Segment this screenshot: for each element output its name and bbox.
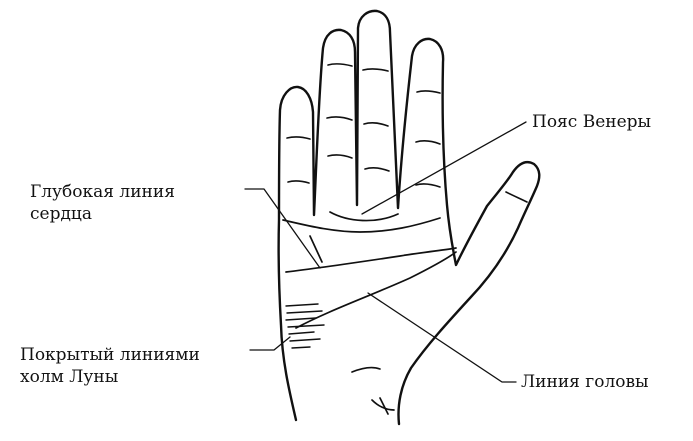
life-line [296, 252, 456, 328]
mount-of-moon-label-line-2: холм Луны [20, 366, 200, 388]
heart-line-label: Глубокая линия сердца [30, 181, 175, 225]
head-line [286, 248, 456, 272]
heart-line-label-line-2: сердца [30, 203, 175, 225]
finger-creases [287, 64, 527, 202]
mount-of-moon-hatching [286, 304, 324, 348]
head-line-label: Линия головы [521, 371, 649, 393]
hand-outline [279, 11, 540, 424]
leader-lines [245, 122, 526, 382]
palm-lines [283, 212, 456, 414]
mount-of-moon-label: Покрытый линиями холм Луны [20, 344, 200, 388]
mount-of-moon-label-line-1: Покрытый линиями [20, 344, 200, 366]
heart-line-label-line-1: Глубокая линия [30, 181, 175, 203]
girdle-of-venus-label: Пояс Венеры [532, 111, 651, 133]
